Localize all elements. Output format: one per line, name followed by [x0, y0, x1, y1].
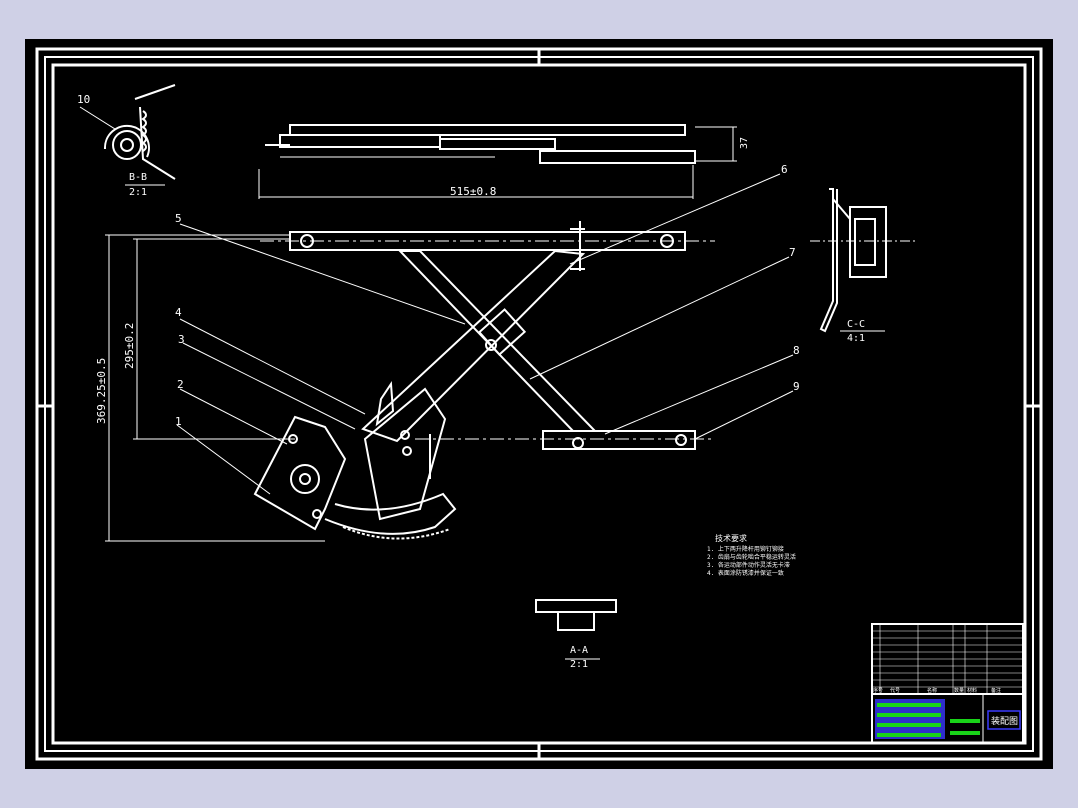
view-label-aa: A-A: [570, 645, 588, 656]
title-block-header-cell: 备注: [991, 687, 1001, 694]
title-block-header-cell: 材料: [967, 687, 977, 694]
title-block-colored-cells: [875, 699, 1021, 739]
tech-requirements: 技术要求 1. 上下两升降杆用铆钉铆接 2. 齿扇与齿轮啮合平稳运转灵活 3. …: [707, 533, 796, 577]
tech-requirement-line: 2. 齿扇与齿轮啮合平稳运转灵活: [707, 553, 796, 561]
view-scale-cc: 4:1: [847, 333, 865, 344]
dimension-thickness: 37: [739, 137, 750, 149]
title-block-header-cell: 代号: [890, 687, 900, 694]
section-cc: [810, 188, 915, 333]
part-number-2: 2: [177, 378, 184, 391]
title-block-header-cell: 序号: [873, 687, 883, 694]
part-number-1: 1: [175, 415, 182, 428]
view-label-bb: B-B: [129, 172, 147, 183]
part-number-5: 5: [175, 212, 182, 225]
title-block-header-cell: 数量: [954, 687, 964, 694]
dimension-height-inner: 295±0.2: [123, 323, 136, 369]
title-block-header-row: 序号 代号 名称 数量 材料 备注: [873, 687, 1001, 694]
main-view: [105, 221, 715, 542]
drawing-name: 装配图: [991, 715, 1018, 727]
drawing-frame: [35, 47, 1043, 761]
tech-requirement-line: 3. 各运动部件动作灵活无卡滞: [707, 561, 790, 569]
view-scale-bb: 2:1: [129, 187, 147, 198]
section-bb: [103, 84, 176, 186]
part-number-4: 4: [175, 306, 182, 319]
part-number-8: 8: [793, 344, 800, 357]
top-view: [258, 124, 737, 199]
dimension-height-total: 369.25±0.5: [95, 358, 108, 424]
view-scale-aa: 2:1: [570, 659, 588, 670]
section-aa: [535, 599, 617, 660]
part-number-7: 7: [789, 246, 796, 259]
tech-requirement-line: 4. 表面涂防锈漆并保证一致: [707, 569, 784, 577]
tech-requirement-line: 1. 上下两升降杆用铆钉铆接: [707, 545, 784, 553]
part-number-10: 10: [77, 93, 90, 106]
part-leaders: [79, 106, 794, 495]
part-number-3: 3: [178, 333, 185, 346]
part-number-6: 6: [781, 163, 788, 176]
drawing-sheet: 515±0.8 37: [25, 39, 1053, 769]
part-number-9: 9: [793, 380, 800, 393]
dimension-length: 515±0.8: [450, 185, 496, 198]
title-block: [871, 623, 1024, 744]
assembly-drawing: 515±0.8 37: [35, 47, 1043, 761]
tech-requirements-title: 技术要求: [715, 533, 747, 543]
title-block-header-cell: 名称: [927, 687, 937, 694]
view-label-cc: C-C: [847, 319, 865, 330]
